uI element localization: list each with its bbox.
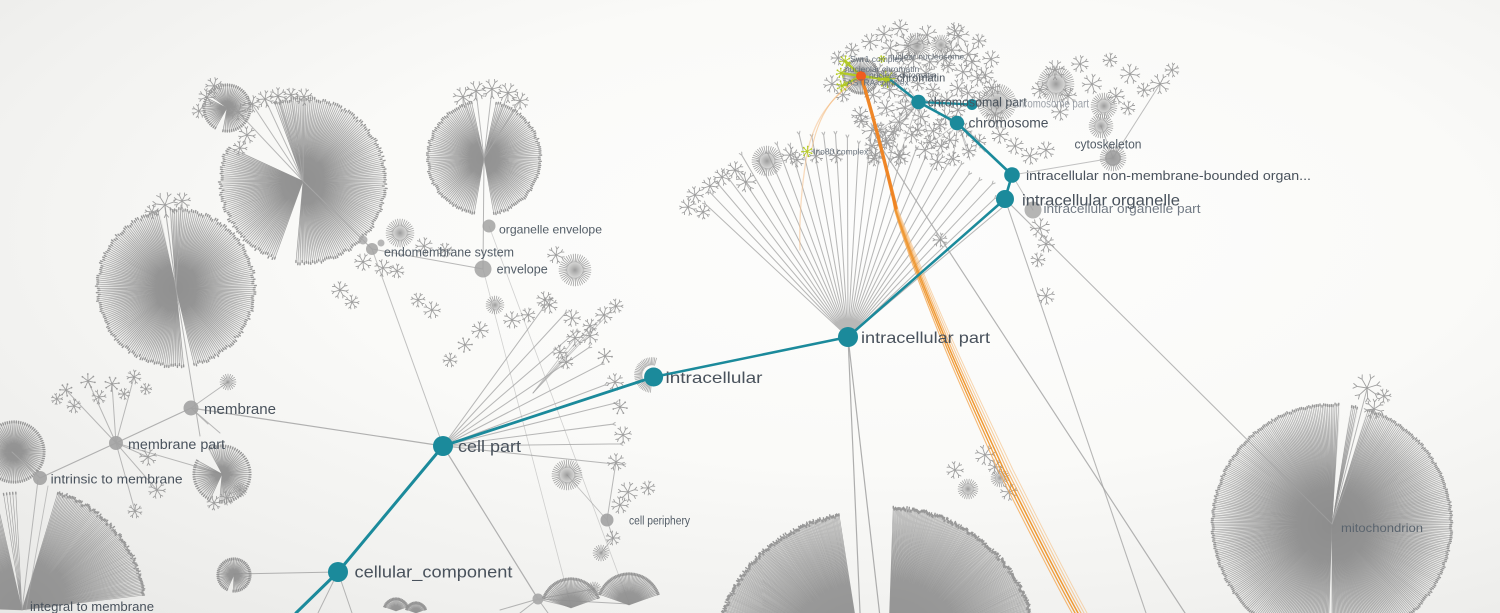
svg-text:chromosome: chromosome bbox=[969, 115, 1049, 131]
svg-text:Swr1 complex: Swr1 complex bbox=[850, 54, 904, 64]
svg-text:nuclear chromatin: nuclear chromatin bbox=[869, 70, 937, 80]
svg-text:intracellular part: intracellular part bbox=[861, 330, 991, 347]
svg-text:intracellular organelle: intracellular organelle bbox=[1022, 193, 1180, 210]
svg-text:cytoskeleton: cytoskeleton bbox=[1075, 138, 1142, 152]
svg-text:endomembrane system: endomembrane system bbox=[384, 246, 514, 260]
svg-text:mitochondrion: mitochondrion bbox=[1341, 521, 1423, 535]
svg-text:chromosomal part: chromosomal part bbox=[928, 95, 1027, 110]
svg-text:intracellular organelle part: intracellular organelle part bbox=[1044, 201, 1201, 216]
svg-text:intrinsic to membrane: intrinsic to membrane bbox=[51, 472, 183, 487]
svg-text:cellular_component: cellular_component bbox=[355, 564, 513, 582]
svg-text:organelle envelope: organelle envelope bbox=[499, 223, 602, 237]
svg-text:Ino80 complex: Ino80 complex bbox=[813, 147, 869, 157]
svg-text:membrane part: membrane part bbox=[128, 437, 225, 452]
svg-text:chromosome part: chromosome part bbox=[1014, 97, 1090, 111]
svg-text:nuclear nucleosome: nuclear nucleosome bbox=[888, 52, 964, 62]
svg-text:cell part: cell part bbox=[458, 438, 521, 456]
svg-text:chromatin: chromatin bbox=[897, 73, 945, 85]
svg-text:membrane: membrane bbox=[204, 402, 276, 418]
svg-text:nucleolar chromatin: nucleolar chromatin bbox=[845, 64, 919, 74]
svg-text:envelope: envelope bbox=[497, 263, 548, 277]
svg-text:intracellular: intracellular bbox=[666, 370, 764, 387]
svg-text:integral to membrane: integral to membrane bbox=[30, 599, 154, 613]
svg-text:ASTRA complex: ASTRA complex bbox=[847, 78, 910, 88]
svg-text:intracellular non-membrane-bou: intracellular non-membrane-bounded organ… bbox=[1026, 168, 1311, 183]
svg-text:cell periphery: cell periphery bbox=[629, 516, 690, 528]
